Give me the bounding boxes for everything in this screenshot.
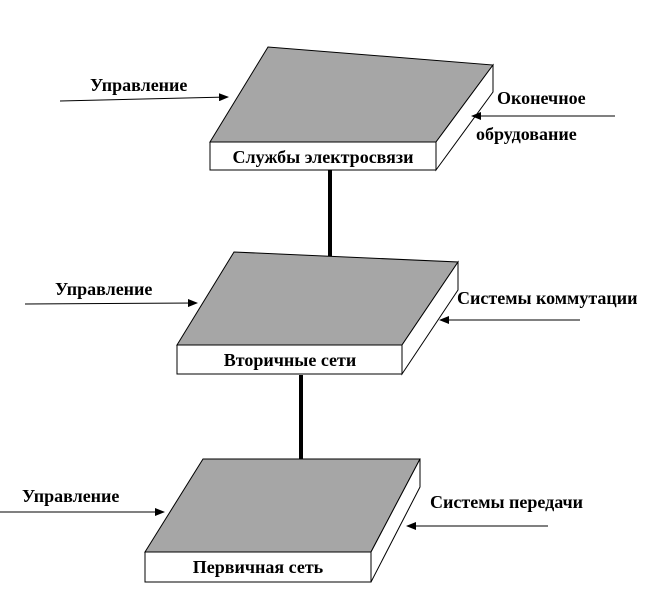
layer-title-secondary: Вторичные сети [224,350,356,370]
plate-front-services [209,141,437,171]
plate-front-secondary [176,344,403,375]
transmission-systems-label: Системы передачи [430,492,583,512]
management-arrow-services [59,93,229,102]
switching-systems-label: Системы коммутации [457,288,638,308]
management-label-primary: Управление [22,486,119,506]
layer-title-primary: Первичная сеть [193,557,324,577]
layer-services: Службы электросвязи Управление Оконечное… [59,46,615,172]
layer-primary-network: Первичная сеть Управление Системы переда… [0,458,583,583]
terminal-equipment-label-line1: Оконечное [497,88,586,108]
plate-front-primary [144,551,372,583]
management-arrow-secondary [24,299,198,308]
layer-title-services: Службы электросвязи [232,147,413,167]
layer-secondary-networks: Вторичные сети Управление Системы коммут… [24,251,638,376]
management-label-secondary: Управление [55,279,152,299]
management-label-services: Управление [90,75,187,95]
terminal-equipment-label-line2: обрудование [476,124,577,144]
